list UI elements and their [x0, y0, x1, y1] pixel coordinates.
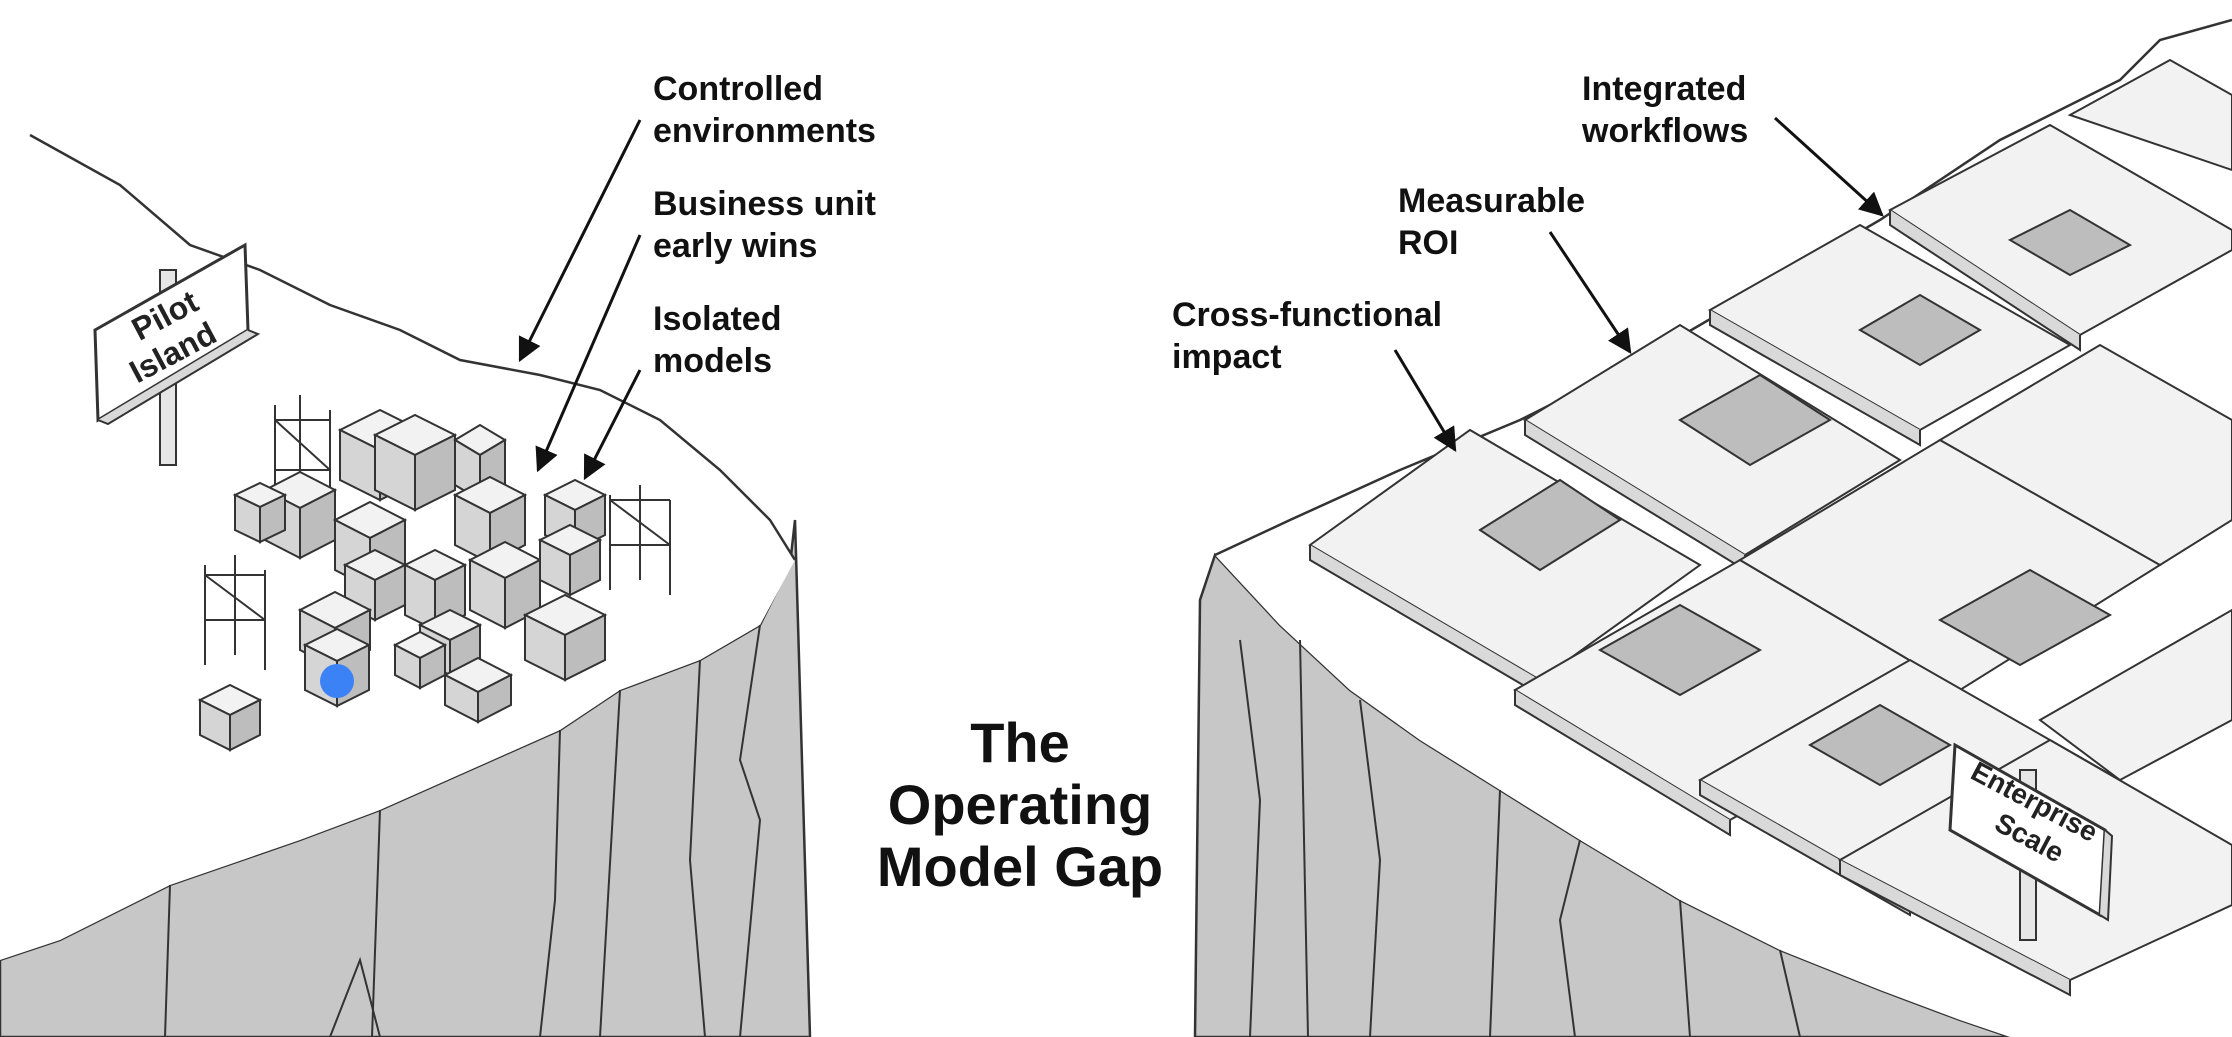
- label-controlled-environments: Controlled environments: [653, 68, 876, 152]
- cube: [342, 548, 408, 622]
- label-arrows: [518, 116, 1884, 481]
- platform-tile: [1308, 428, 1702, 697]
- pilot-cubes-cluster: [197, 395, 671, 752]
- label-controlled-environments-line2: environments: [653, 112, 876, 150]
- title-line3: Model Gap: [876, 835, 1164, 898]
- platform-tile: [1523, 323, 1902, 572]
- label-integrated-workflows: Integrated workflows: [1582, 68, 1748, 152]
- label-integrated-workflows-line1: Integrated: [1582, 70, 1747, 108]
- label-measurable-roi-line2: ROI: [1398, 224, 1459, 262]
- cube: [453, 423, 507, 502]
- arrow-cross-functional: [1393, 349, 1457, 453]
- title-line1: The: [970, 711, 1070, 774]
- highlight-marker: [320, 664, 354, 698]
- cube: [537, 523, 603, 597]
- platform-tile: [1738, 438, 2162, 692]
- platform-tile: [1888, 123, 2232, 352]
- label-cross-functional-line1: Cross-functional: [1172, 296, 1443, 334]
- cube: [372, 413, 458, 512]
- label-measurable-roi-line1: Measurable: [1398, 182, 1586, 220]
- title-line2: Operating: [887, 773, 1153, 836]
- cube: [392, 630, 448, 690]
- platform-tile: [2067, 58, 2232, 172]
- label-business-unit-line1: Business unit: [653, 185, 876, 223]
- cube: [442, 656, 514, 724]
- label-business-unit-early-wins: Business unit early wins: [653, 183, 876, 267]
- label-cross-functional-line2: impact: [1172, 338, 1282, 376]
- label-controlled-environments-line1: Controlled: [653, 70, 823, 108]
- scaffold: [204, 395, 671, 670]
- arrow-measurable-roi: [1548, 231, 1632, 354]
- label-isolated-models: Isolated models: [653, 298, 781, 382]
- cube: [262, 470, 338, 560]
- label-isolated-models-line2: models: [653, 342, 773, 380]
- pilot-island-sign: Pilot Island: [93, 242, 261, 466]
- label-isolated-models-line1: Isolated: [653, 300, 782, 338]
- platform-tile: [2038, 608, 2232, 782]
- label-measurable-roi: Measurable ROI: [1398, 180, 1585, 264]
- arrow-integrated-workflows: [1773, 116, 1884, 217]
- label-cross-functional-impact: Cross-functional impact: [1172, 294, 1442, 378]
- arrow-business-unit: [535, 234, 642, 473]
- cube: [232, 481, 288, 544]
- arrow-isolated-models: [583, 369, 642, 481]
- cube: [197, 683, 263, 752]
- label-integrated-workflows-line2: workflows: [1582, 112, 1749, 150]
- cube: [522, 593, 608, 682]
- platform-tile: [1938, 343, 2232, 567]
- page-title: The Operating Model Gap: [820, 712, 1220, 898]
- arrow-controlled-environments: [518, 119, 642, 363]
- label-business-unit-line2: early wins: [653, 227, 818, 265]
- platform-tile: [1707, 223, 2073, 447]
